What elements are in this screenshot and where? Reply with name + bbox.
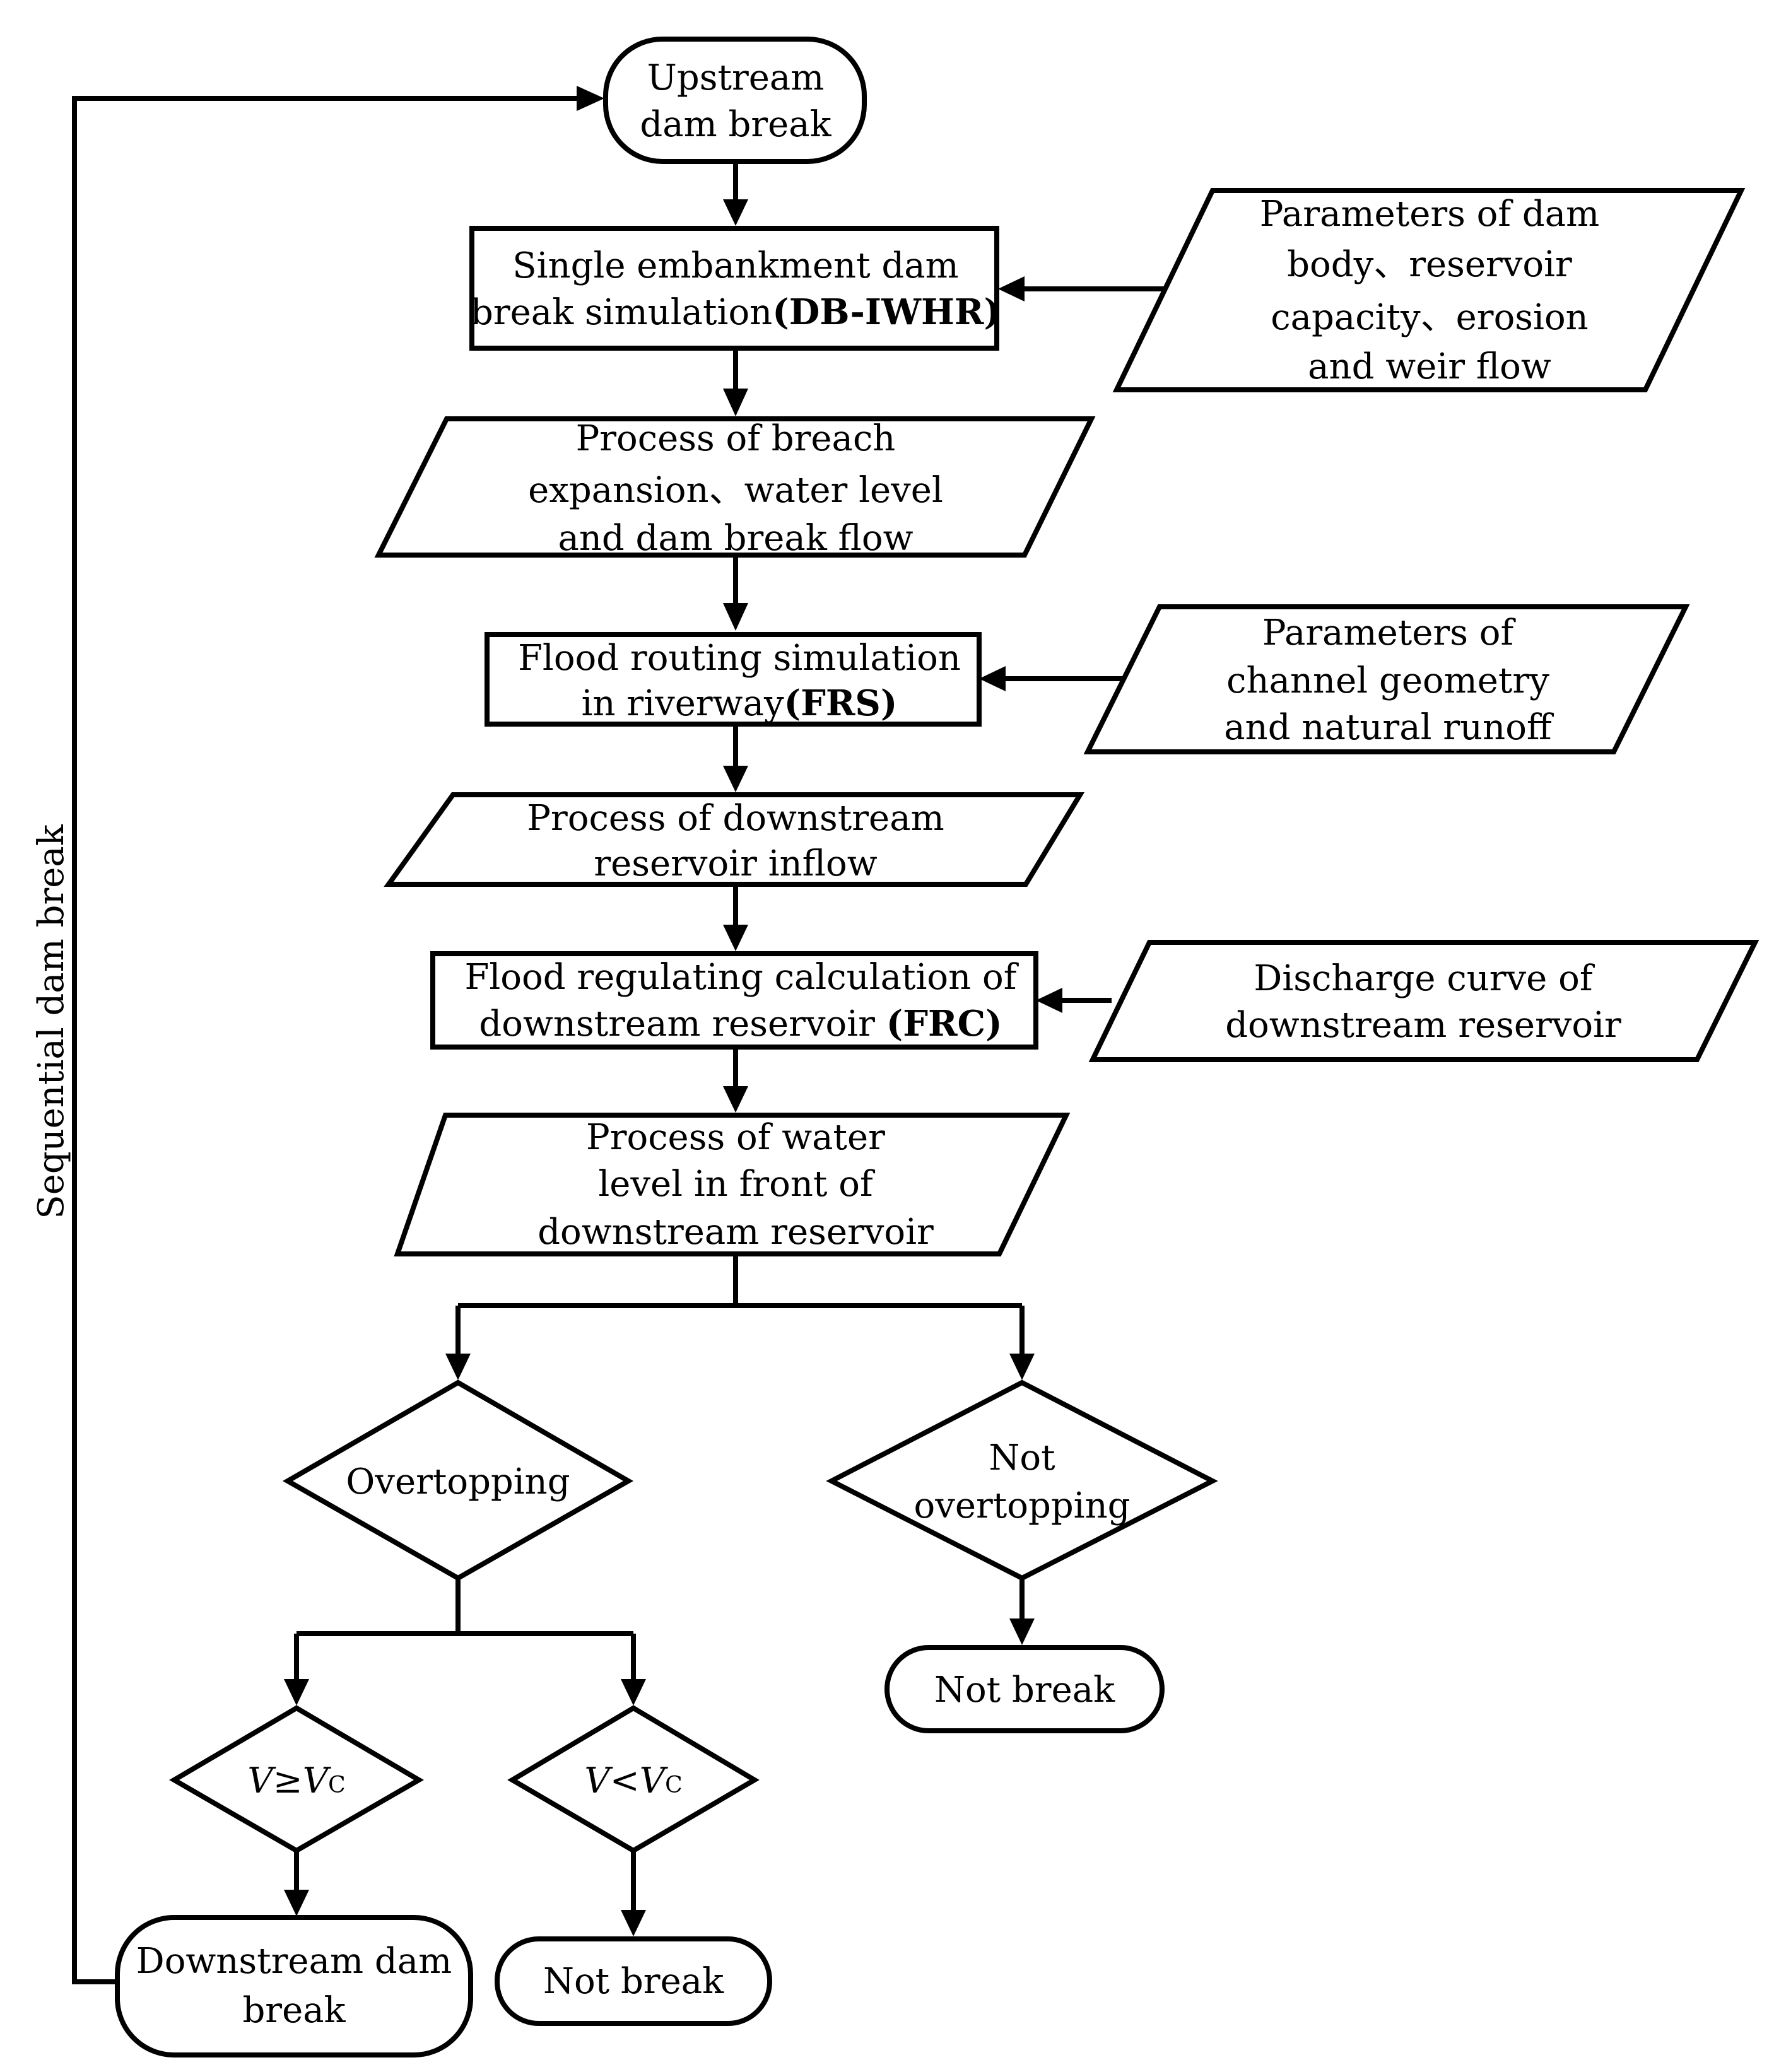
discharge-line2: downstream reservoir xyxy=(1225,1005,1621,1046)
breach-line2: expansion、water level xyxy=(528,470,943,511)
single-dam-line2: break simulation(DB-IWHR) xyxy=(471,291,1001,333)
downstream-break-line1: Downstream dam xyxy=(136,1941,452,1982)
v-lt-vc: V xyxy=(640,1760,669,1801)
single-dam-method: (DB-IWHR) xyxy=(772,291,1001,333)
discharge-line1: Discharge curve of xyxy=(1254,958,1595,999)
water-level-line3: downstream reservoir xyxy=(537,1212,934,1253)
params-dam-line4: and weir flow xyxy=(1308,346,1551,387)
water-level-line2: level in front of xyxy=(598,1164,876,1205)
upstream-line2: dam break xyxy=(640,104,831,145)
v-lt-vc-decision: V<VC xyxy=(507,1705,760,1854)
single-dam-line2-prefix: break simulation xyxy=(471,292,772,333)
not-break-bottom-label: Not break xyxy=(543,1961,724,2002)
v-lt-sub: C xyxy=(665,1772,683,1798)
params-dam-line1: Parameters of dam xyxy=(1260,194,1599,235)
v-ge-vc: V xyxy=(303,1760,332,1801)
v-ge-vc-label: V≥VC xyxy=(247,1760,345,1801)
breach-line3: and dam break flow xyxy=(558,518,913,559)
channel-parameters-input: Parameters of channel geometry and natur… xyxy=(1083,604,1690,754)
v-lt-op: < xyxy=(610,1760,640,1801)
not-break-bottom-node: Not break xyxy=(495,1936,772,2026)
not-break-right-node: Not break xyxy=(884,1645,1165,1733)
not-overtopping-line1: Not xyxy=(989,1437,1055,1478)
not-break-right-label: Not break xyxy=(934,1670,1115,1711)
flood-regulating-calculation-node: Flood regulating calculation of downstre… xyxy=(430,951,1038,1050)
flood-routing-line1: Flood routing simulation xyxy=(518,638,961,679)
single-dam-break-simulation-node: Single embankment dam break simulation(D… xyxy=(469,226,1001,351)
single-dam-line1: Single embankment dam xyxy=(512,245,958,286)
params-channel-line1: Parameters of xyxy=(1262,612,1517,653)
flood-regulating-line2: downstream reservoir (FRC) xyxy=(479,1003,1002,1045)
upstream-dam-break-node: Upstream dam break xyxy=(603,37,867,164)
params-channel-line3: and natural runoff xyxy=(1224,707,1554,748)
water-level-process-output: Process of water level in front of downs… xyxy=(394,1113,1071,1256)
downstream-dam-break-node: Downstream dam break xyxy=(115,1915,473,2057)
v-lt-v: V xyxy=(584,1760,613,1801)
params-dam-line3: capacity、erosion xyxy=(1271,297,1588,338)
discharge-curve-input: Discharge curve of downstream reservoir xyxy=(1088,940,1759,1062)
v-ge-v: V xyxy=(247,1760,276,1801)
flood-regulating-method: (FRC) xyxy=(886,1003,1002,1045)
flood-regulating-line1: Flood regulating calculation of xyxy=(465,957,1019,998)
v-ge-op: ≥ xyxy=(273,1760,303,1801)
overtopping-label: Overtopping xyxy=(346,1461,570,1502)
upstream-line1: Upstream xyxy=(647,57,825,98)
downstream-break-line2: break xyxy=(242,1990,346,2031)
not-overtopping-line2: overtopping xyxy=(914,1485,1131,1526)
inflow-line2: reservoir inflow xyxy=(594,843,877,884)
flood-routing-simulation-node: Flood routing simulation in riverway(FRS… xyxy=(485,632,982,727)
connectors xyxy=(72,86,1167,1984)
not-overtopping-decision: Not overtopping xyxy=(826,1379,1218,1581)
v-lt-vc-label: V<VC xyxy=(584,1760,682,1801)
flood-routing-line2: in riverway(FRS) xyxy=(582,682,898,724)
flood-routing-line2-prefix: in riverway xyxy=(582,683,784,724)
overtopping-decision: Overtopping xyxy=(282,1379,634,1581)
params-dam-line2: body、reservoir xyxy=(1287,244,1572,285)
flood-regulating-line2-prefix: downstream reservoir xyxy=(479,1004,886,1045)
flood-routing-method: (FRS) xyxy=(784,682,898,724)
v-ge-sub: C xyxy=(328,1772,346,1798)
breach-line1: Process of breach xyxy=(576,418,896,459)
v-ge-vc-decision: V≥VC xyxy=(169,1705,424,1854)
params-channel-line2: channel geometry xyxy=(1226,660,1549,701)
breach-process-output: Process of breach expansion、water level … xyxy=(374,416,1096,559)
water-level-line1: Process of water xyxy=(586,1117,885,1158)
inflow-process-output: Process of downstream reservoir inflow xyxy=(384,792,1085,887)
dam-parameters-input: Parameters of dam body、reservoir capacit… xyxy=(1112,188,1746,392)
inflow-line1: Process of downstream xyxy=(527,798,944,839)
loop-label: Sequential dam break xyxy=(31,824,72,1219)
